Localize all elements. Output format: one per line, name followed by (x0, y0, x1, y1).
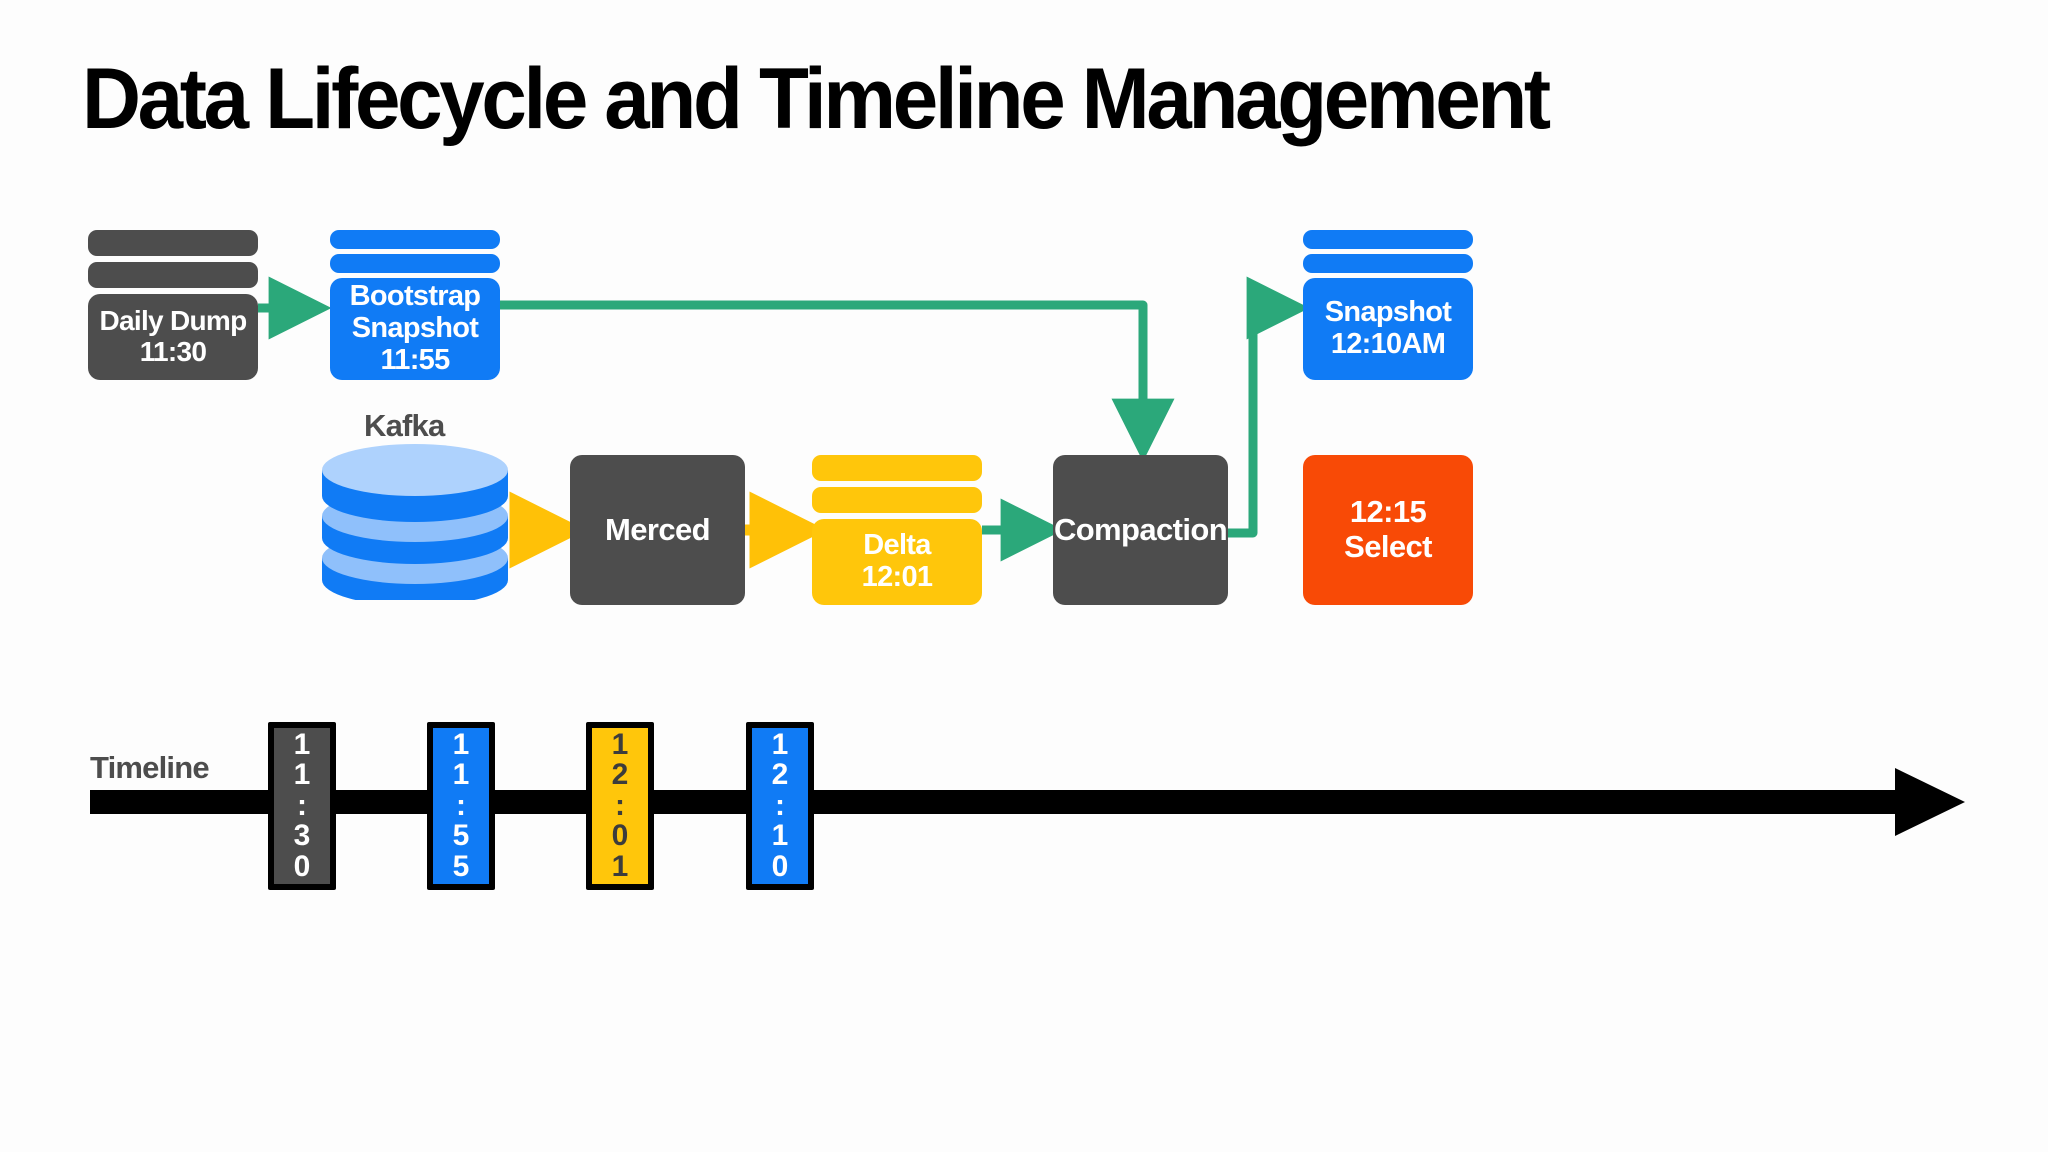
timeline-marker-inner: 1 1 : 5 5 (433, 728, 489, 884)
node-label-line1: 12:15 (1349, 494, 1427, 530)
stack-slab-top (1303, 230, 1473, 249)
timeline-axis (90, 768, 1965, 836)
node-snapshot-1210am[interactable]: Snapshot 12:10AM (1303, 230, 1473, 380)
page-title: Data Lifecycle and Timeline Management (82, 51, 1551, 147)
tl-char: 1 (452, 758, 470, 792)
tl-char: 1 (771, 819, 789, 853)
tl-char: 0 (293, 849, 311, 883)
tl-char: 3 (293, 819, 311, 853)
tl-char: 0 (771, 849, 789, 883)
tl-char: 5 (452, 849, 470, 883)
node-label-line1: Compaction (1053, 511, 1228, 547)
timeline-marker-1201[interactable]: 1 2 : 0 1 (586, 722, 654, 890)
node-delta[interactable]: Delta 12:01 (812, 455, 982, 605)
timeline-marker-1155[interactable]: 1 1 : 5 5 (427, 722, 495, 890)
tl-char: 1 (611, 849, 629, 883)
tl-char: 2 (611, 758, 629, 792)
node-label-line1: Delta (863, 529, 931, 562)
edge-compaction-to-snapshot (1228, 276, 1310, 538)
stack-slab-top (330, 230, 500, 249)
timeline-marker-inner: 1 1 : 3 0 (274, 728, 330, 884)
timeline-marker-inner: 1 2 : 0 1 (592, 728, 648, 884)
edge-bootstrap-to-compaction (500, 300, 1175, 462)
node-label-line1: Bootstrap (349, 280, 481, 313)
tl-char: 0 (611, 819, 629, 853)
node-label-line2: 12:10AM (1330, 328, 1446, 360)
node-label-line1: Daily Dump (99, 305, 247, 337)
kafka-database-icon[interactable] (320, 440, 510, 606)
stack-slab-mid (88, 262, 258, 288)
tl-char: 1 (611, 727, 629, 761)
node-body: Bootstrap Snapshot 11:55 (330, 278, 500, 380)
tl-char: : (456, 788, 466, 822)
stack-slab-mid (1303, 254, 1473, 273)
node-bootstrap-snapshot[interactable]: Bootstrap Snapshot 11:55 (330, 230, 500, 380)
tl-char: 1 (293, 727, 311, 761)
node-body: Delta 12:01 (812, 519, 982, 605)
tl-char: 1 (293, 758, 311, 792)
node-body: Snapshot 12:10AM (1303, 278, 1473, 380)
stack-slab-top (88, 230, 258, 256)
tl-char: : (297, 788, 307, 822)
node-label-line1: Merced (605, 511, 711, 547)
node-select-1215[interactable]: 12:15 Select (1303, 455, 1473, 605)
node-label-line2: 11:30 (139, 336, 207, 367)
node-body: Daily Dump 11:30 (88, 294, 258, 380)
timeline-marker-1130[interactable]: 1 1 : 3 0 (268, 722, 336, 890)
tl-char: 5 (452, 819, 470, 853)
stack-slab-mid (330, 254, 500, 273)
node-compaction[interactable]: Compaction (1053, 455, 1228, 605)
node-label-line2: Select (1344, 529, 1432, 564)
node-label-line2: 12:01 (861, 561, 933, 593)
node-label-line3: 11:55 (380, 343, 450, 376)
node-label-line2: Snapshot (351, 312, 479, 345)
node-merced[interactable]: Merced (570, 455, 745, 605)
stack-slab-top (812, 455, 982, 481)
timeline-label: Timeline (90, 750, 210, 785)
timeline-marker-inner: 1 2 : 1 0 (752, 728, 808, 884)
database-cylinder-icon (322, 444, 508, 606)
node-label-line1: Snapshot (1324, 296, 1452, 329)
tl-char: 2 (771, 758, 789, 792)
timeline-marker-1210[interactable]: 1 2 : 1 0 (746, 722, 814, 890)
kafka-label: Kafka (364, 408, 445, 443)
tl-char: : (775, 788, 785, 822)
tl-char: 1 (452, 727, 470, 761)
node-daily-dump[interactable]: Daily Dump 11:30 (88, 230, 258, 380)
tl-char: : (615, 788, 625, 822)
stack-slab-mid (812, 487, 982, 513)
tl-char: 1 (771, 727, 789, 761)
